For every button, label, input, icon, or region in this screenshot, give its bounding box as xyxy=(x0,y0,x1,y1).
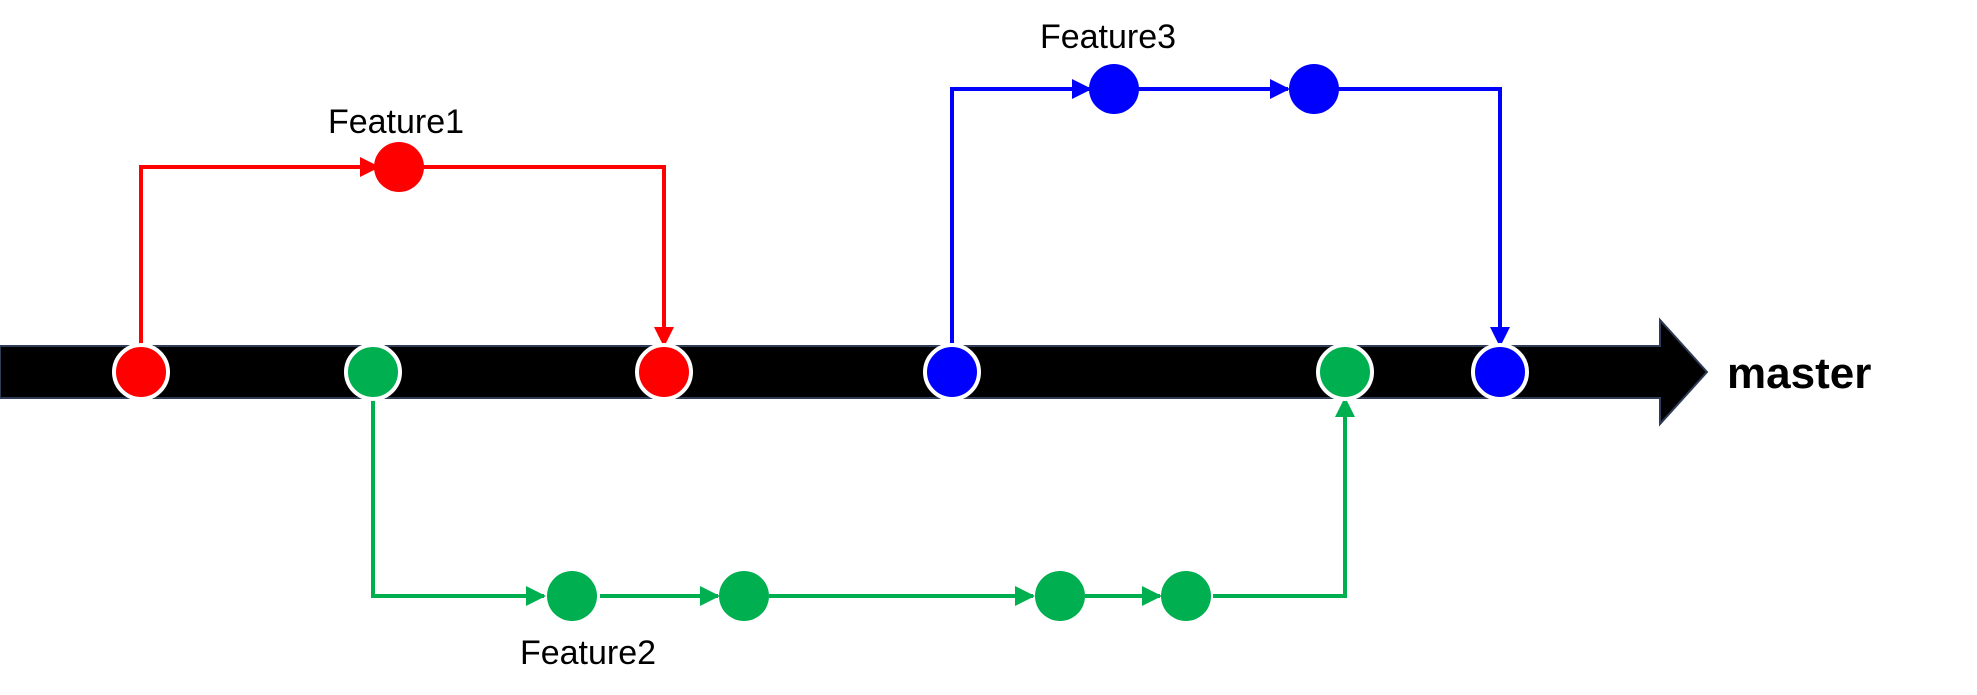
feature2-label: Feature2 xyxy=(520,634,656,672)
master-label: master xyxy=(1727,349,1871,398)
feature3-commit-node xyxy=(1289,64,1339,114)
master-branch-arrow xyxy=(0,317,1709,427)
feature2-merge-connector xyxy=(1213,397,1355,598)
feature1-commit-node xyxy=(374,142,424,192)
master-commits xyxy=(112,343,1529,401)
master-commit-node-3 xyxy=(635,343,693,401)
master-commit-node-1 xyxy=(112,343,170,401)
master-commit-node-2 xyxy=(344,343,402,401)
feature2-commit-node xyxy=(719,571,769,621)
feature1-merge-connector xyxy=(422,165,674,347)
feature1-fork-connector xyxy=(139,157,380,346)
feature3-label: Feature3 xyxy=(1040,18,1176,56)
feature1-label: Feature1 xyxy=(328,103,464,141)
feature2-branch: Feature2 xyxy=(371,397,1355,672)
master-commit-node-5 xyxy=(1316,343,1374,401)
master-commit-node-6 xyxy=(1471,343,1529,401)
master-commit-node-4 xyxy=(923,343,981,401)
feature2-fork-connector xyxy=(371,398,546,606)
feature3-commit-node xyxy=(1089,64,1139,114)
feature3-fork-connector xyxy=(950,79,1092,346)
feature1-branch: Feature1 xyxy=(139,103,674,347)
feature3-merge-connector xyxy=(1338,87,1510,347)
feature3-branch: Feature3 xyxy=(950,18,1510,347)
feature2-commit-node xyxy=(1161,571,1211,621)
feature2-commit-node xyxy=(547,571,597,621)
feature2-commit-node xyxy=(1035,571,1085,621)
